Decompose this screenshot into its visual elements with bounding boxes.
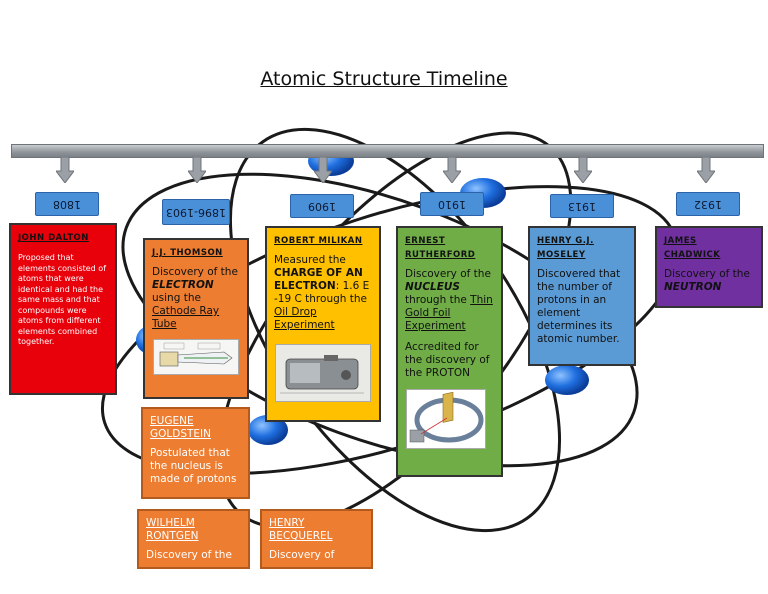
gold-foil-experiment-image <box>406 389 486 449</box>
oil-drop-apparatus-image <box>275 344 371 402</box>
cathode-ray-tube-image <box>153 339 239 375</box>
card-description: Discovered that the number of protons in… <box>537 268 621 345</box>
card-ernest-rutherford: ERNEST RUTHERFORD Discovery of the NUCLE… <box>396 226 503 477</box>
year-tab-1808: 1808 <box>35 192 99 216</box>
card-henry-moseley: HENRY G.J. MOSELEY Discovered that the n… <box>528 226 636 366</box>
card-henry-becquerel: HENRY BECQUEREL Discovery of <box>260 509 373 569</box>
down-arrow-icon <box>56 157 74 183</box>
card-james-chadwick: JAMES CHADWICK Discovery of the NEUTRON <box>655 226 763 308</box>
down-arrow-icon <box>188 157 206 183</box>
down-arrow-icon <box>697 157 715 183</box>
year-tab-1913: 1913 <box>550 194 614 218</box>
card-description: Discovery of the <box>146 549 232 561</box>
card-description: Postulated that the nucleus is made of p… <box>150 447 237 485</box>
card-description: Measured the CHARGE OF AN ELECTRON: 1.6 … <box>274 254 370 331</box>
proton-note: Accredited for the discovery of the PROT… <box>405 341 490 379</box>
year-tab-1910: 1910 <box>420 192 484 216</box>
scientist-name: HENRY G.J. MOSELEY <box>537 236 594 260</box>
card-john-dalton: JOHN DALTON Proposed that elements consi… <box>9 223 117 395</box>
card-jj-thomson: J.J. THOMSON Discovery of the ELECTRON u… <box>143 238 249 399</box>
card-description: Discovery of the NUCLEUS through the Thi… <box>405 268 493 332</box>
scientist-name: WILHELM RONTGEN <box>146 517 199 542</box>
scientist-name: ROBERT MILIKAN <box>274 236 363 246</box>
down-arrow-icon <box>314 157 332 183</box>
scientist-name: JAMES CHADWICK <box>664 236 721 260</box>
card-eugene-goldstein: EUGENE GOLDSTEIN Postulated that the nuc… <box>141 407 250 499</box>
down-arrow-icon <box>574 157 592 183</box>
scientist-name: HENRY BECQUEREL <box>269 517 333 542</box>
year-tab-1896-1903: 1896-1903 <box>162 199 230 225</box>
card-wilhelm-rontgen: WILHELM RONTGEN Discovery of the <box>137 509 250 569</box>
timeline-bar <box>11 144 764 158</box>
year-tab-1909: 1909 <box>290 194 354 218</box>
scientist-name: ERNEST RUTHERFORD <box>405 236 476 260</box>
card-description: Discovery of the ELECTRON using the Cath… <box>152 266 238 330</box>
card-description: Discovery of <box>269 549 335 561</box>
page-title: Atomic Structure Timeline <box>260 68 508 90</box>
card-description: Discovery of the NEUTRON <box>664 268 750 293</box>
down-arrow-icon <box>443 157 461 183</box>
card-robert-milikan: ROBERT MILIKAN Measured the CHARGE OF AN… <box>265 226 381 422</box>
scientist-name: EUGENE GOLDSTEIN <box>150 415 212 440</box>
year-tab-1932: 1932 <box>676 192 740 216</box>
scientist-name: JOHN DALTON <box>18 233 89 243</box>
scientist-name: J.J. THOMSON <box>152 248 223 258</box>
card-description: Proposed that elements consisted of atom… <box>18 253 107 346</box>
